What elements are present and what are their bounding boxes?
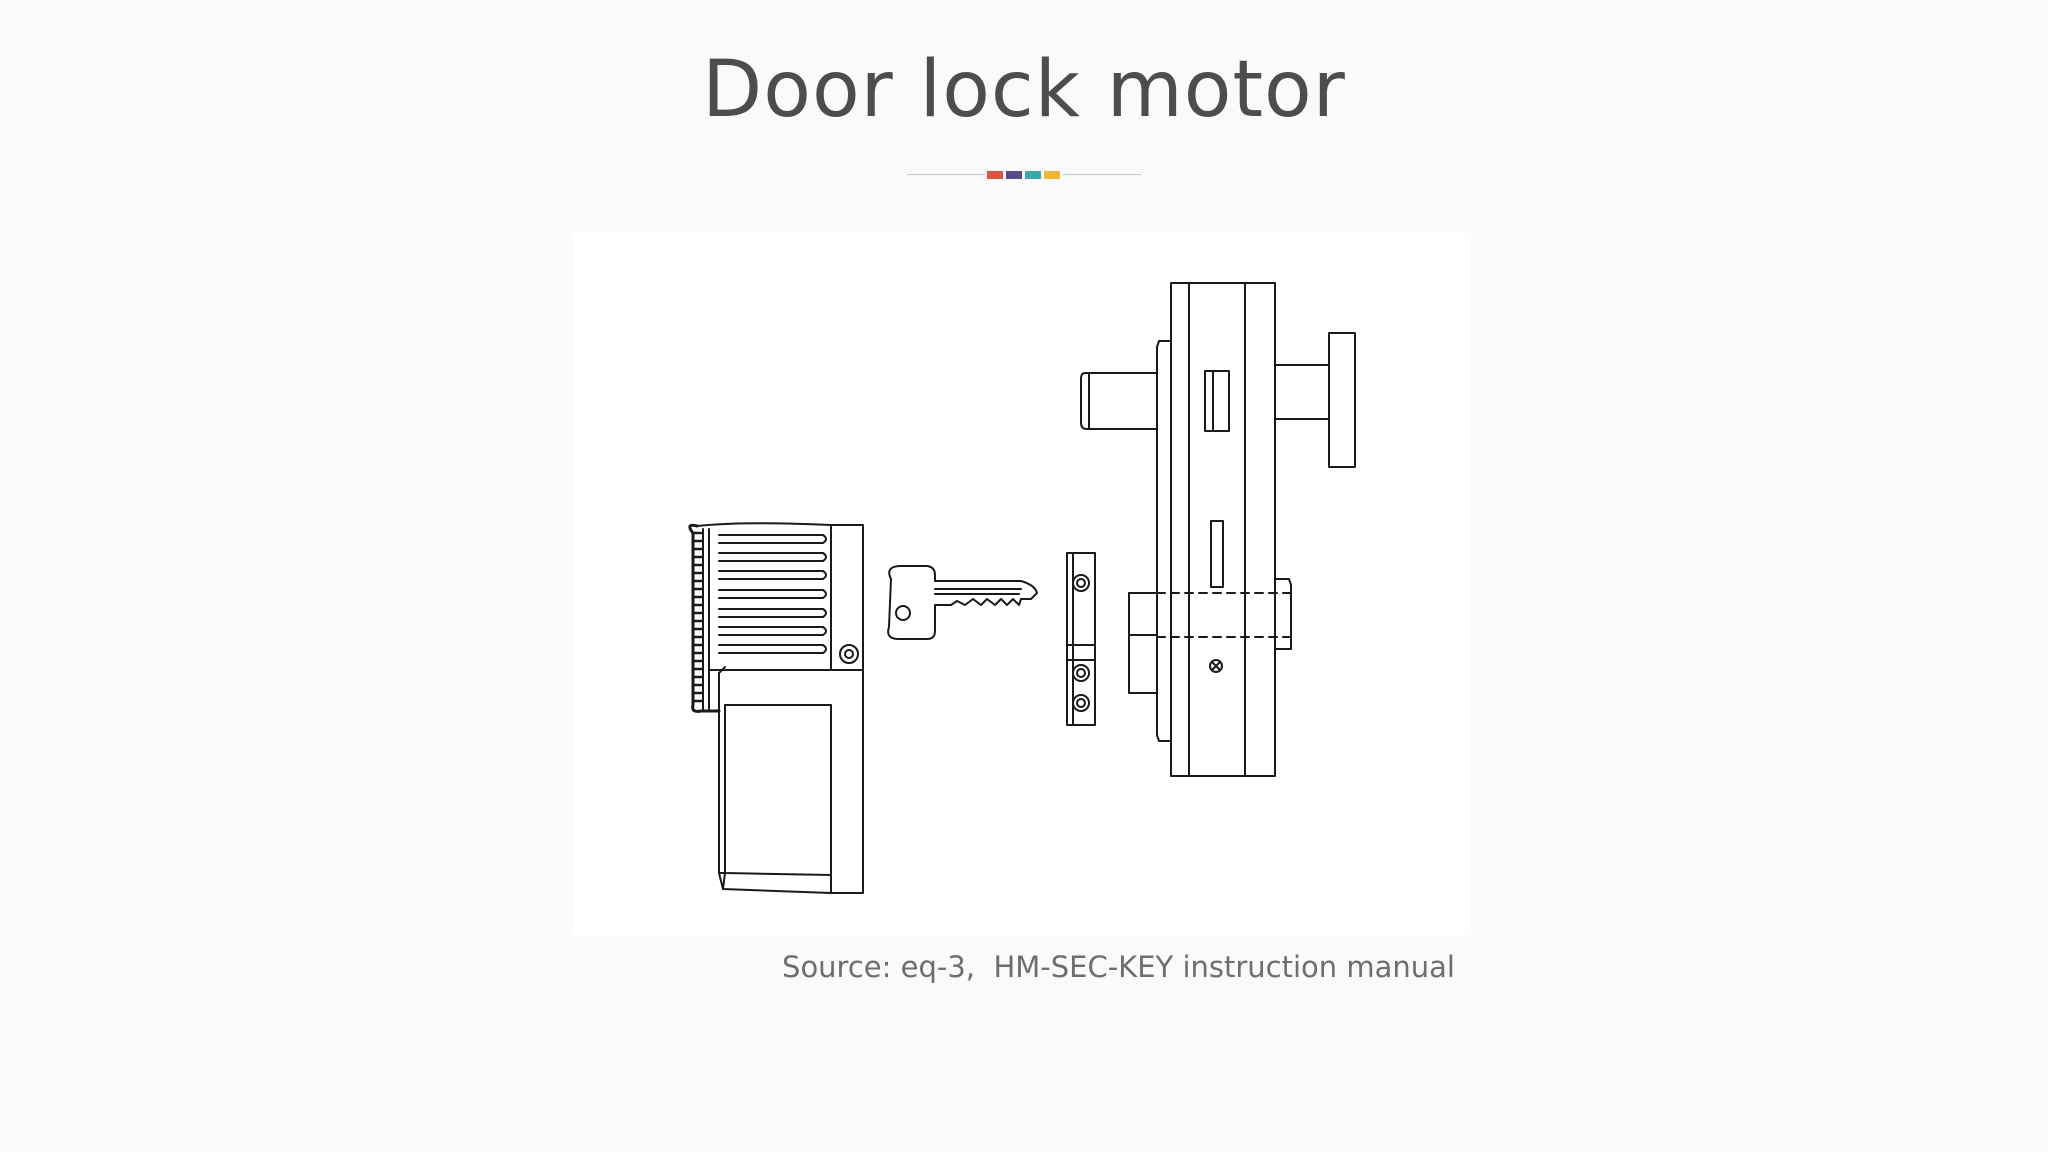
door-lock-exploded-drawing [688, 282, 1356, 894]
source-caption: Source: eq-3, HM-SEC-KEY instruction man… [782, 950, 1455, 984]
divider-dot-red [987, 171, 1003, 179]
mounting-plate-icon [1066, 552, 1096, 726]
divider-dot-teal [1025, 171, 1041, 179]
door-lock-cylinder-icon [1080, 282, 1356, 777]
door-lock-illustration [573, 233, 1471, 935]
key-icon [887, 565, 1038, 640]
slide-title: Door lock motor [702, 45, 1346, 135]
divider-line-right [1063, 174, 1141, 175]
divider-dot-yellow [1044, 171, 1060, 179]
door-lock-motor-icon [688, 522, 864, 894]
divider-dot-purple [1006, 171, 1022, 179]
divider-line-left [907, 174, 985, 175]
title-divider [907, 170, 1141, 180]
